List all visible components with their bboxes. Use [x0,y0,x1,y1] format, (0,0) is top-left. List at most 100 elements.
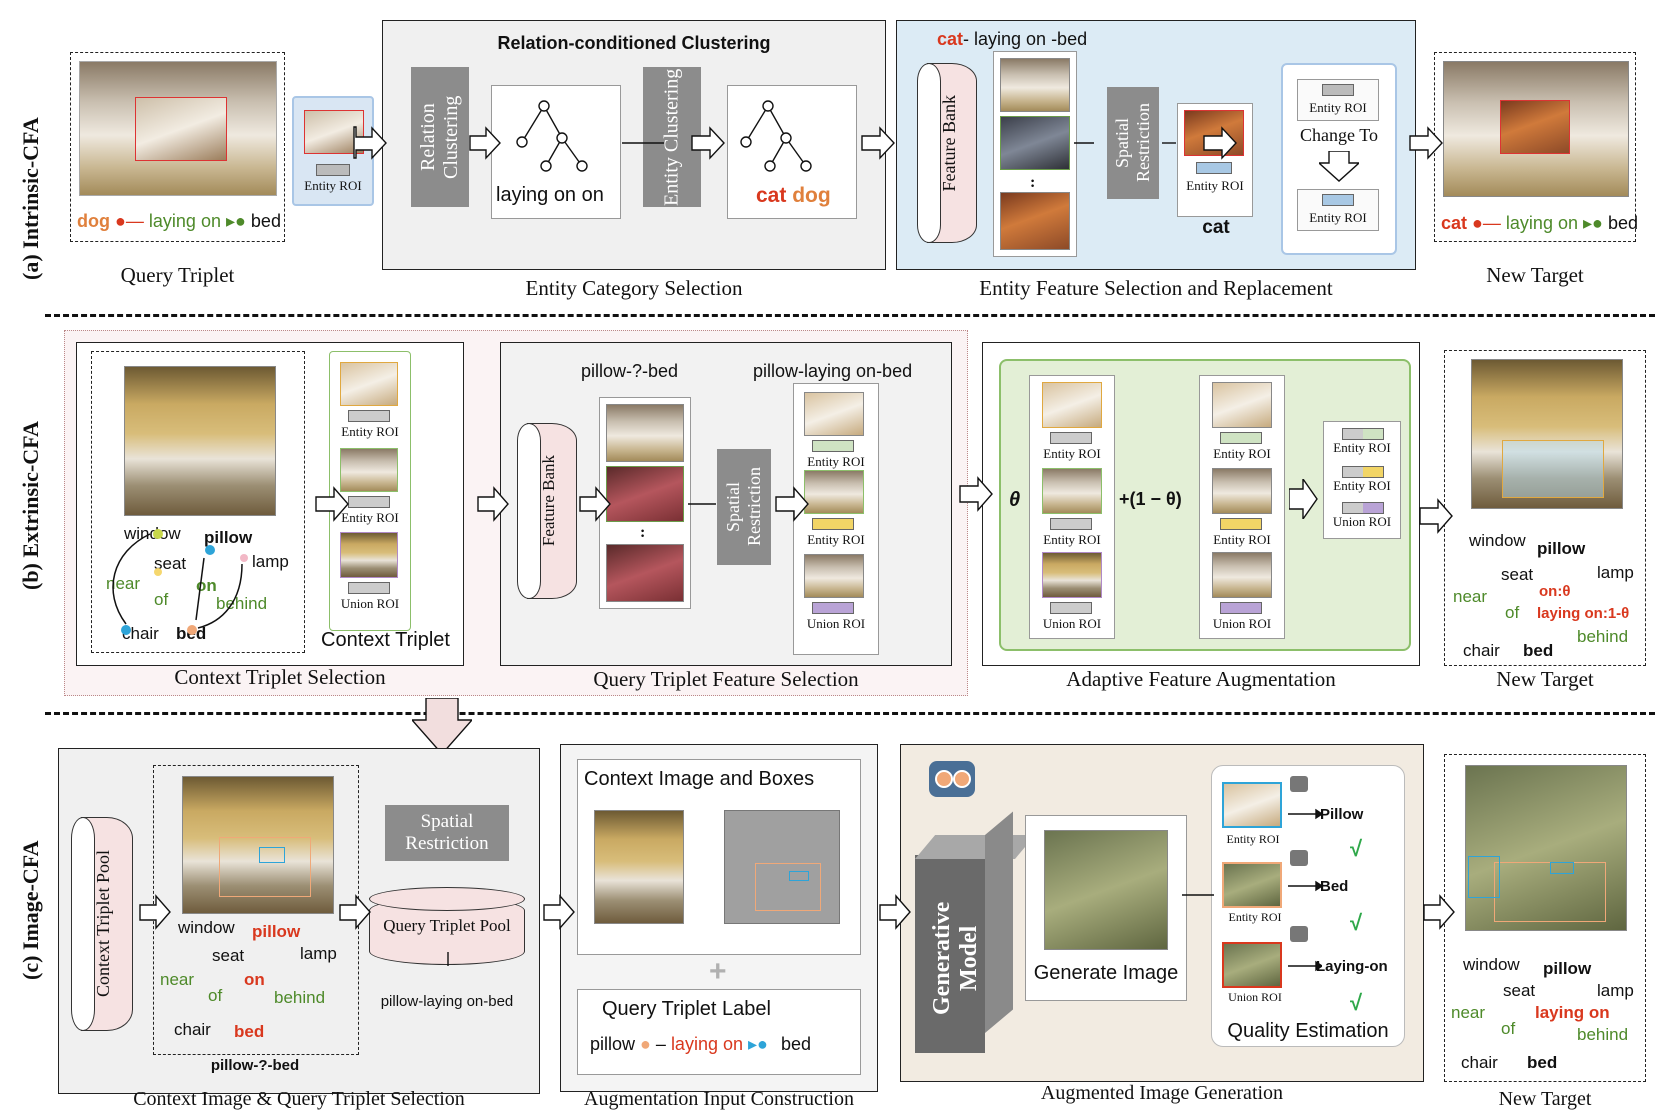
qs-img1 [606,404,684,462]
qe-roi2: Entity ROI [1228,910,1282,924]
new-subject: cat [1441,213,1468,233]
c-pillow: pillow [252,922,301,941]
aug-panel: θ Entity ROI Entity ROI Union ROI +(1 − … [982,342,1420,666]
qroi-img2 [804,470,864,514]
aug-caption: Adaptive Feature Augmentation [1066,667,1336,691]
aug-out-1: Entity ROI [1333,440,1391,455]
ctx-roi-bar2 [348,496,390,508]
ctx-roi-bar1 [348,410,390,422]
al-bar1 [1050,432,1092,444]
triplet-object: bed [250,211,281,231]
aug-right-3: Union ROI [1212,616,1272,631]
nc-behind: behind [1577,1025,1629,1044]
qroi-bar2 [812,518,854,530]
generate-image-label: Generate Image [1033,962,1179,984]
feature-header-rest: - laying on -bed [963,29,1088,49]
new-target-caption-b: New Target [1496,667,1594,691]
roi-thumb [304,110,364,154]
nb-seat: seat [1501,565,1534,584]
theta: θ [1009,489,1021,511]
nb-lamp: lamp [1597,563,1634,582]
qe-label1: Pillow [1320,806,1364,823]
nc-lamp: lamp [1597,981,1634,1000]
g-chair: chair [122,624,159,643]
qe-img3 [1222,942,1282,988]
q-roi3: Union ROI [806,616,866,631]
query-pool-cylinder: Query Triplet Pool [369,887,525,967]
section-label-a: (a) Intrinsic-CFA [18,117,43,280]
qroi-img1 [804,392,864,436]
spatial-restriction-a: Spatial Restriction [1107,87,1159,199]
cat-entity-roi: Entity ROI [1186,178,1244,193]
stack-img-1 [1000,58,1070,112]
qe-label2: Bed [1320,878,1349,895]
stack-img-3 [1000,192,1070,250]
clustering-panel: Relation-conditioned Clustering Relation… [382,20,886,270]
new-target-c: window pillow seat lamp near laying on o… [1444,754,1646,1082]
ctx-roi3: Union ROI [340,596,400,611]
qs-img2 [606,466,684,522]
aug-left-2: Entity ROI [1043,532,1101,547]
ar-img2 [1212,468,1272,514]
ctx-roi-bar3 [348,582,390,594]
query-header1: pillow-?-bed [581,361,679,381]
tree1-leaves: laying on on [496,184,604,206]
cat-roi-thumb [1184,110,1244,156]
context-boxes-title: Context Image and Boxes [584,768,815,790]
feature-bank-cylinder: Feature Bank [917,63,977,243]
context-scene-c: window pillow seat lamp near on of behin… [153,765,359,1055]
g-seat: seat [154,554,187,573]
c-behind: behind [274,988,326,1007]
nb-pillow: pillow [1537,539,1586,558]
select-panel: Context Triplet Pool window pillow seat … [58,748,540,1094]
aug-right-2: Entity ROI [1213,532,1271,547]
query-image [79,61,277,196]
ql-subject: pillow [590,1034,636,1054]
qe-roi3: Union ROI [1228,990,1282,1004]
context-scene: window pillow lamp seat near on of behin… [91,351,305,653]
c-of: of [208,986,223,1005]
nc-chair: chair [1461,1053,1498,1072]
entity-roi-label: Entity ROI [304,178,362,193]
qe-check3: √ [1350,990,1363,1015]
entity-roi-panel: Entity ROI [292,96,374,206]
pillow-question: pillow-?-bed [210,1057,300,1074]
q-roi1: Entity ROI [807,454,865,469]
ar-bar1 [1220,432,1262,444]
c-on: on [244,970,265,989]
change-roi-top: Entity ROI [1309,100,1367,115]
query-result: pillow-laying on-bed [380,993,514,1010]
context-boxes-image [594,810,684,924]
nb-window: window [1469,531,1526,550]
context-panel: window pillow lamp seat near on of behin… [76,342,464,666]
query-pool-label: Query Triplet Pool [383,916,511,935]
aug-right-stack: Entity ROI Entity ROI Union ROI [1199,375,1285,639]
feature-header-subject: cat [937,29,964,49]
robot-icon [929,761,975,797]
feature-bank-label: Feature Bank [939,95,959,192]
tree2-dog: dog [792,184,831,207]
g-window: window [124,524,181,543]
cat-roi-bar [1196,162,1232,174]
nc-of: of [1501,1019,1516,1038]
context-pool-label: Context Triplet Pool [93,849,113,997]
tree-1: laying on on [491,85,621,219]
input-panel: Context Image and Boxes + Query Triplet … [560,744,878,1092]
spatial-restriction-b: Spatial Restriction [717,449,771,565]
clustering-title: Relation-conditioned Clustering [497,33,771,53]
section-label-c: (c) Image-CFA [18,840,43,980]
select-caption: Context Image & Query Triplet Selection [133,1088,465,1110]
separator-2 [45,712,1655,715]
qroi-bar3 [812,602,854,614]
query-roi-stack: Entity ROI Entity ROI Union ROI [793,383,879,655]
context-pool-cylinder: Context Triplet Pool [71,817,133,1031]
feature-bank-b: Feature Bank [517,423,577,599]
ar-bar2 [1220,518,1262,530]
query-triplet-caption: Query Triplet [120,263,235,287]
nc-laying: laying on [1535,1003,1610,1022]
nc-seat: seat [1503,981,1536,1000]
ar-bar3 [1220,602,1262,614]
ctx-roi-img1 [340,362,398,406]
aug-out-3: Union ROI [1332,514,1392,529]
aug-out-stack: Entity ROI Entity ROI Union ROI [1323,421,1401,539]
